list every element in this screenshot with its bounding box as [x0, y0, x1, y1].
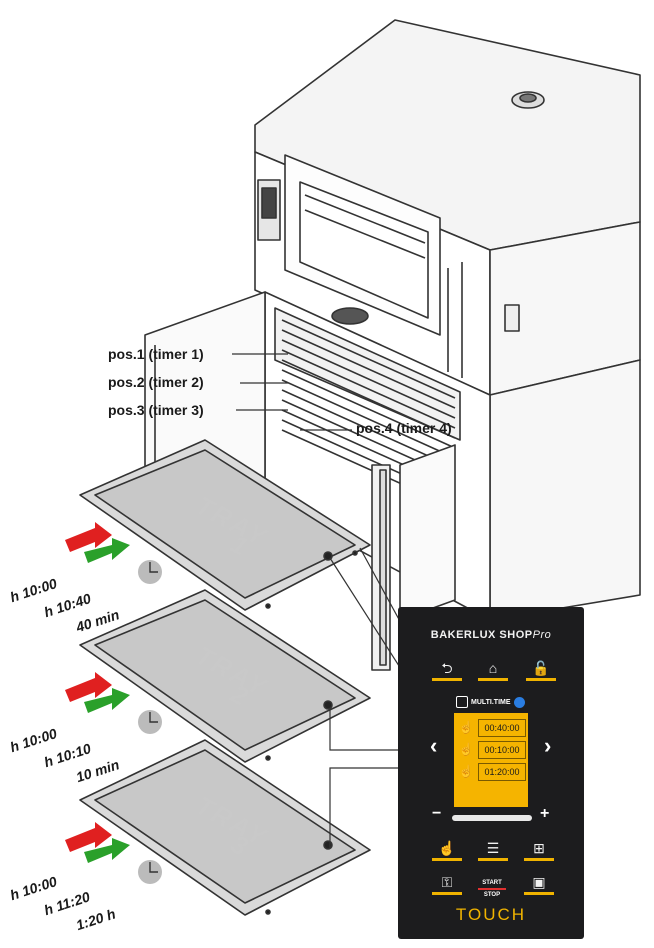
multitime-icon [456, 696, 468, 709]
timer-row: ☝ 00:40:00 [454, 717, 528, 737]
adjust-slider[interactable] [452, 815, 532, 821]
prev-arrow-icon[interactable]: ‹ [430, 733, 438, 758]
home-button[interactable]: ⌂ [478, 659, 508, 681]
position-leaders [232, 353, 352, 431]
manual-button[interactable]: ☝ [432, 839, 462, 861]
timer-list: ☝ 00:40:00 ☝ 00:10:00 ☝ 01:20:00 [454, 713, 528, 807]
position-label-4: pos.4 (timer 4) [356, 420, 452, 436]
hand-icon: ☝ [458, 720, 474, 734]
arrow-out-icon [84, 688, 130, 713]
arrow-in-icon [65, 522, 112, 552]
recipe-book-button[interactable]: ⊞ [524, 839, 554, 861]
timer-3-value[interactable]: 01:20:00 [478, 763, 526, 781]
touch-label: TOUCH [455, 905, 527, 924]
plus-button[interactable]: + [540, 805, 550, 822]
menu-button[interactable]: ☰ [478, 839, 508, 861]
timer-row: ☝ 01:20:00 [454, 761, 528, 781]
position-label-2: pos.2 (timer 2) [108, 374, 204, 390]
position-label-3: pos.3 (timer 3) [108, 402, 204, 418]
position-label-1: pos.1 (timer 1) [108, 346, 204, 362]
next-arrow-icon[interactable]: › [544, 733, 552, 758]
arrow-out-icon [84, 838, 130, 863]
timer-2-value[interactable]: 00:10:00 [478, 741, 526, 759]
multitime-header: MULTI.TIME [456, 696, 525, 710]
tray-1 [79, 439, 371, 611]
back-button[interactable]: ⮌ [432, 659, 462, 681]
time-arrows [65, 522, 162, 884]
arrow-out-icon [84, 538, 130, 563]
timer-row: ☝ 00:10:00 [454, 739, 528, 759]
timer-1-value[interactable]: 00:40:00 [478, 719, 526, 737]
brand-suffix: Pro [532, 629, 552, 641]
save-button[interactable]: ▣ [524, 873, 554, 895]
arrow-in-icon [65, 672, 112, 702]
brand-label: BAKERLUX SHOPPro [430, 629, 552, 641]
hand-icon: ☝ [458, 764, 474, 778]
upper-oven [254, 19, 641, 396]
info-icon [513, 696, 525, 708]
arrow-in-icon [65, 822, 112, 852]
hand-icon: ☝ [458, 742, 474, 756]
minus-button[interactable]: − [432, 805, 442, 822]
unlock-button[interactable]: 🔓 [526, 659, 556, 681]
key-button[interactable]: ⚿ [432, 873, 462, 895]
tray-2 [79, 589, 371, 763]
control-panel: BAKERLUX SHOPPro ⮌ ⌂ 🔓 MULTI.TIME ☝ 00:4… [398, 607, 584, 939]
